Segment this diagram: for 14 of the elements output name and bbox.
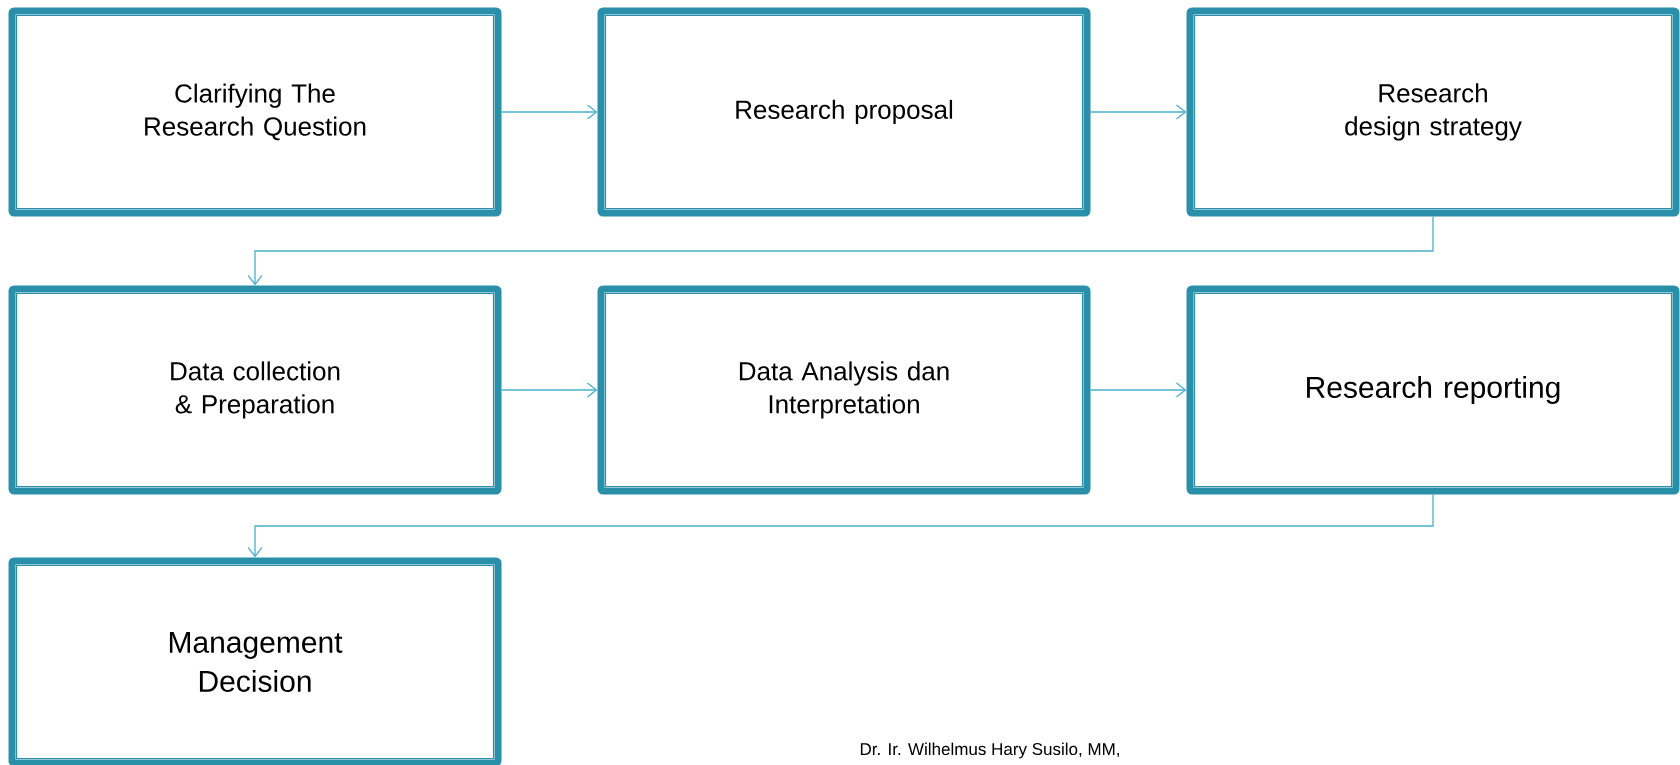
process-box: Data collection & Preparation — [8, 285, 502, 495]
process-box: Research reporting — [1186, 285, 1680, 495]
arrow — [247, 493, 1434, 558]
arrow — [500, 104, 598, 120]
arrow — [500, 382, 598, 398]
author-credit: Dr. Ir. Wilhelmus Hary Susilo, MM, — [860, 742, 1119, 759]
process-box: Research design strategy — [1186, 7, 1680, 217]
process-box: Data Analysis dan Interpretation — [597, 285, 1091, 495]
process-box: Research proposal — [597, 7, 1091, 217]
arrow — [1089, 382, 1187, 398]
arrow — [247, 215, 1434, 286]
arrow — [1089, 104, 1187, 120]
process-box: Management Decision — [8, 557, 502, 765]
process-box: Clarifying The Research Question — [8, 7, 502, 217]
